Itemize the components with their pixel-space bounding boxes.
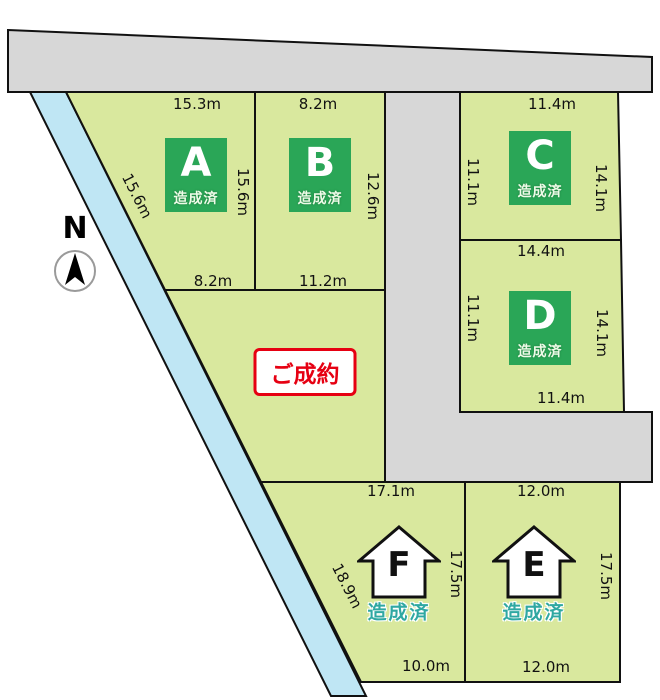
plot-c-letter: C (525, 132, 555, 179)
plot-b-letter: B (304, 139, 336, 186)
dim-c-right: 14.1m (592, 163, 610, 213)
dim-f-bottom: 10.0m (401, 657, 451, 675)
dim-f-top: 17.1m (366, 482, 416, 500)
plot-e-house: E (492, 523, 576, 603)
plot-d-badge: D 造成済 (509, 291, 571, 365)
plot-c-badge: C 造成済 (509, 131, 571, 205)
dim-a-bottom: 8.2m (193, 272, 233, 290)
dim-a-top: 15.3m (172, 95, 222, 113)
plot-f-letter: F (387, 545, 411, 585)
north-arrow-icon (54, 250, 96, 292)
road-top-shape (7, 28, 653, 93)
sold-badge: ご成約 (253, 348, 357, 396)
dim-e-top: 12.0m (516, 482, 566, 500)
plot-d-letter: D (523, 292, 557, 339)
north-label: N (62, 211, 88, 246)
plot-e-status: 造成済 (502, 601, 566, 624)
dim-b-bottom: 11.2m (298, 272, 348, 290)
dim-d-right: 14.1m (593, 308, 611, 358)
dim-d-bottom: 11.4m (536, 389, 586, 407)
house-icon (492, 525, 576, 599)
plot-d-status: 造成済 (517, 343, 563, 360)
plot-e-letter: E (522, 545, 546, 585)
plot-f-status: 造成済 (367, 601, 431, 624)
plot-a-badge: A 造成済 (165, 138, 227, 212)
house-icon (357, 525, 441, 599)
dim-f-right: 17.5m (447, 549, 465, 599)
north-indicator: N (48, 214, 102, 298)
plot-b-status: 造成済 (297, 190, 343, 207)
dim-e-right: 17.5m (597, 551, 615, 601)
plot-a-status: 造成済 (173, 190, 219, 207)
plot-f-house: F (357, 523, 441, 603)
dim-b-right: 12.6m (364, 171, 382, 221)
dim-e-bottom: 12.0m (521, 658, 571, 676)
dim-d-left: 11.1m (464, 293, 482, 343)
dim-c-top: 11.4m (527, 95, 577, 113)
dim-c-bottom: 14.4m (516, 242, 566, 260)
plot-b-badge: B 造成済 (289, 138, 351, 212)
plot-c-status: 造成済 (517, 183, 563, 200)
dim-b-top: 8.2m (298, 95, 338, 113)
dim-a-right: 15.6m (234, 167, 252, 217)
dim-c-left: 11.1m (464, 157, 482, 207)
plot-a-letter: A (180, 139, 212, 186)
